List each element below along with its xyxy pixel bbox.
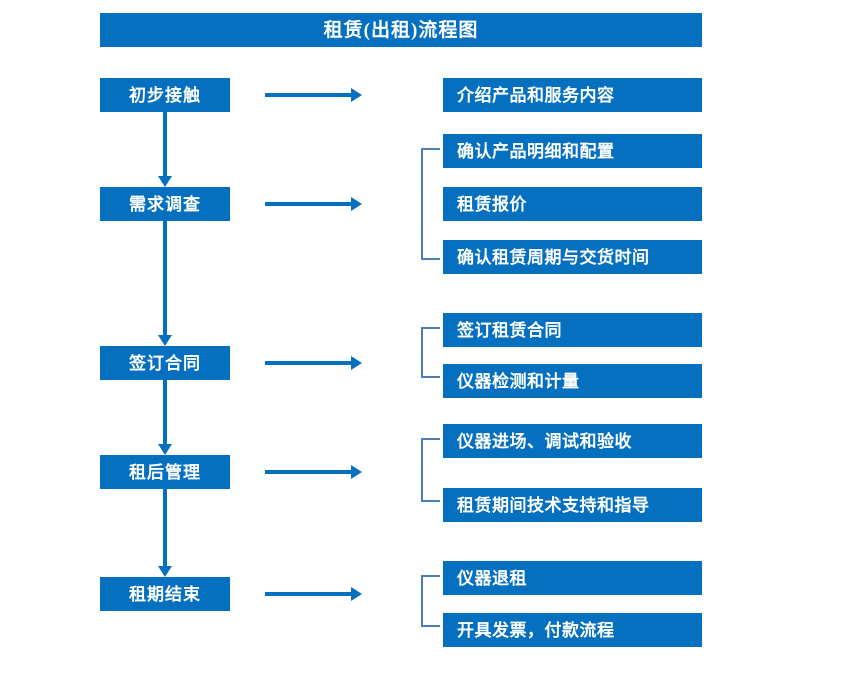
arrow-head [158, 335, 172, 346]
stage-label: 需求调查 [129, 194, 201, 214]
task-label: 租赁报价 [457, 194, 527, 214]
arrow-shaft [163, 221, 167, 336]
stage-label: 租期结束 [129, 584, 201, 604]
arrow-down-icon [158, 112, 172, 187]
arrow-down-icon [158, 489, 172, 577]
stage-label: 初步接触 [129, 85, 201, 105]
task-label: 仪器检测和计量 [457, 371, 580, 391]
arrow-right-icon [265, 197, 362, 211]
arrow-shaft [265, 470, 352, 474]
task-box-instrument-inspection[interactable]: 仪器检测和计量 [443, 364, 702, 398]
stage-label: 签订合同 [129, 353, 201, 373]
task-label: 仪器退租 [457, 568, 527, 588]
arrow-head [351, 356, 362, 370]
arrow-head [351, 197, 362, 211]
stage-box-requirement-survey[interactable]: 需求调查 [100, 187, 230, 221]
arrow-head [351, 587, 362, 601]
stage-box-sign-contract[interactable]: 签订合同 [100, 346, 230, 380]
task-label: 仪器进场、调试和验收 [457, 431, 632, 451]
group-bracket [421, 148, 440, 260]
stage-box-post-rental-management[interactable]: 租后管理 [100, 455, 230, 489]
arrow-shaft [265, 361, 352, 365]
arrow-head [158, 176, 172, 187]
arrow-shaft [265, 93, 352, 97]
group-bracket [421, 575, 440, 627]
task-label: 确认租赁周期与交货时间 [457, 247, 650, 267]
task-label: 签订租赁合同 [457, 320, 562, 340]
page-title: 租赁(出租)流程图 [323, 19, 479, 41]
task-box-confirm-lease-period[interactable]: 确认租赁周期与交货时间 [443, 240, 702, 274]
stage-box-initial-contact[interactable]: 初步接触 [100, 78, 230, 112]
arrow-right-icon [265, 465, 362, 479]
arrow-shaft [265, 592, 352, 596]
arrow-right-icon [265, 88, 362, 102]
chart-title-bar: 租赁(出租)流程图 [100, 13, 702, 47]
stage-label: 租后管理 [129, 462, 201, 482]
task-label: 介绍产品和服务内容 [457, 85, 615, 105]
arrow-shaft [163, 112, 167, 177]
arrow-shaft [265, 202, 352, 206]
stage-box-lease-end[interactable]: 租期结束 [100, 577, 230, 611]
task-box-confirm-product-details[interactable]: 确认产品明细和配置 [443, 134, 702, 168]
task-label: 开具发票，付款流程 [457, 620, 615, 640]
task-box-technical-support[interactable]: 租赁期间技术支持和指导 [443, 488, 702, 522]
group-bracket [421, 438, 440, 502]
task-box-introduce-products[interactable]: 介绍产品和服务内容 [443, 78, 702, 112]
arrow-down-icon [158, 221, 172, 346]
arrow-head [158, 566, 172, 577]
arrow-head [158, 444, 172, 455]
task-box-instrument-return[interactable]: 仪器退租 [443, 561, 702, 595]
arrow-shaft [163, 489, 167, 567]
task-box-invoice-and-payment[interactable]: 开具发票，付款流程 [443, 613, 702, 647]
task-box-sign-lease-agreement[interactable]: 签订租赁合同 [443, 313, 702, 347]
task-box-rental-quotation[interactable]: 租赁报价 [443, 187, 702, 221]
task-label: 租赁期间技术支持和指导 [457, 495, 650, 515]
arrow-right-icon [265, 587, 362, 601]
task-box-instrument-delivery-commissioning[interactable]: 仪器进场、调试和验收 [443, 424, 702, 458]
task-label: 确认产品明细和配置 [457, 141, 615, 161]
arrow-head [351, 88, 362, 102]
arrow-shaft [163, 380, 167, 445]
arrow-head [351, 465, 362, 479]
group-bracket [421, 327, 440, 378]
arrow-right-icon [265, 356, 362, 370]
arrow-down-icon [158, 380, 172, 455]
